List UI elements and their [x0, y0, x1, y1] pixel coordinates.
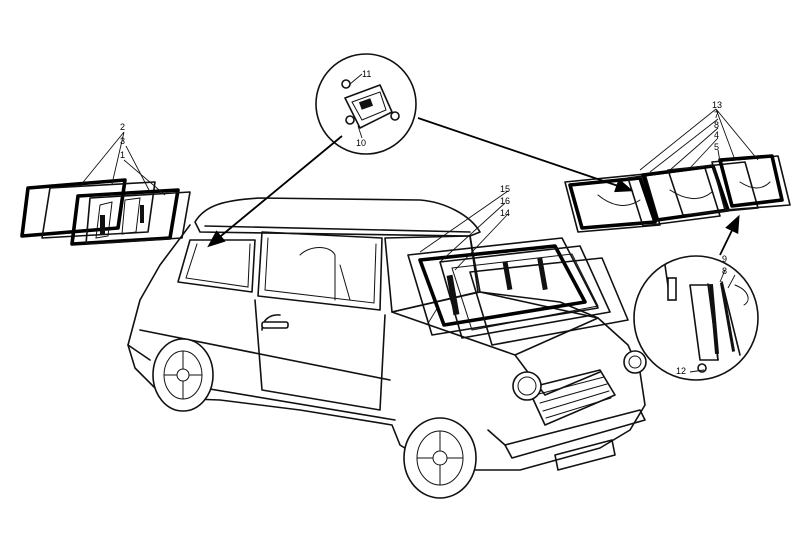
- front-wheel: [403, 417, 477, 499]
- callout-11: 11: [362, 69, 371, 79]
- catch-detail-inset: [315, 53, 417, 155]
- callout-3: 3: [120, 136, 125, 146]
- callout-9: 9: [722, 254, 727, 264]
- channel-detail-inset: [633, 255, 759, 381]
- callout-14: 14: [500, 208, 510, 218]
- callout-7: 7: [714, 110, 719, 120]
- rear-wheel: [152, 338, 214, 412]
- side-window-assembly: [20, 178, 191, 246]
- callout-13: 13: [712, 100, 722, 110]
- callout-4: 4: [714, 130, 719, 140]
- callout-8-detail: 8: [722, 266, 727, 276]
- rear-window-assembly: [564, 154, 791, 233]
- callout-15: 15: [500, 184, 510, 194]
- callout-16: 16: [500, 196, 510, 206]
- callout-2: 2: [120, 122, 125, 132]
- callout-8: 8: [714, 120, 719, 130]
- callout-labels: 2 3 1 11 10 15 16 14 13 7 8 4 5 9 8 12: [120, 69, 727, 376]
- leader-lines: [79, 108, 759, 271]
- windscreen-assembly: [407, 237, 629, 346]
- callout-5: 5: [714, 142, 719, 152]
- car-body: [127, 197, 647, 471]
- callout-1: 1: [120, 150, 125, 160]
- callout-10: 10: [356, 138, 366, 148]
- callout-12: 12: [676, 366, 686, 376]
- pointer-arrows: [207, 117, 740, 256]
